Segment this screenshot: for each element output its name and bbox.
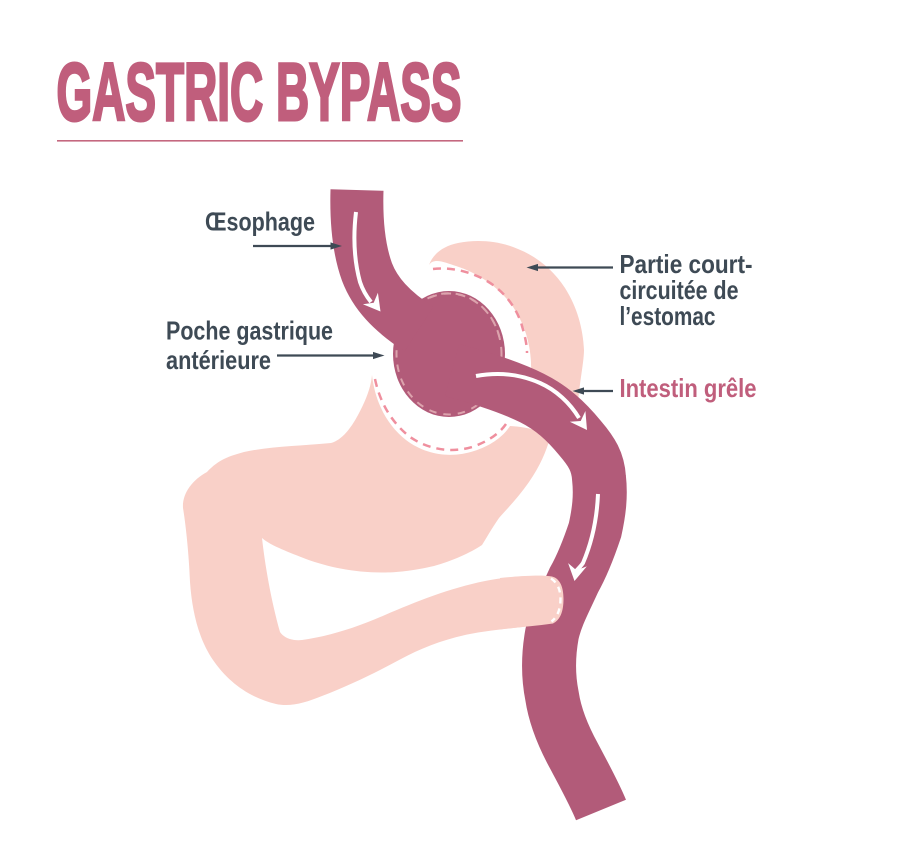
svg-text:circuitée de: circuitée de [620,275,739,305]
svg-text:Poche gastrique: Poche gastrique [166,316,333,346]
svg-text:Œsophage: Œsophage [205,207,315,237]
svg-text:antérieure: antérieure [166,345,271,375]
svg-text:Partie court-: Partie court- [620,249,753,279]
svg-text:Intestin grêle: Intestin grêle [620,373,757,403]
svg-text:GASTRIC BYPASS: GASTRIC BYPASS [57,47,462,138]
svg-text:l’estomac: l’estomac [620,301,716,331]
